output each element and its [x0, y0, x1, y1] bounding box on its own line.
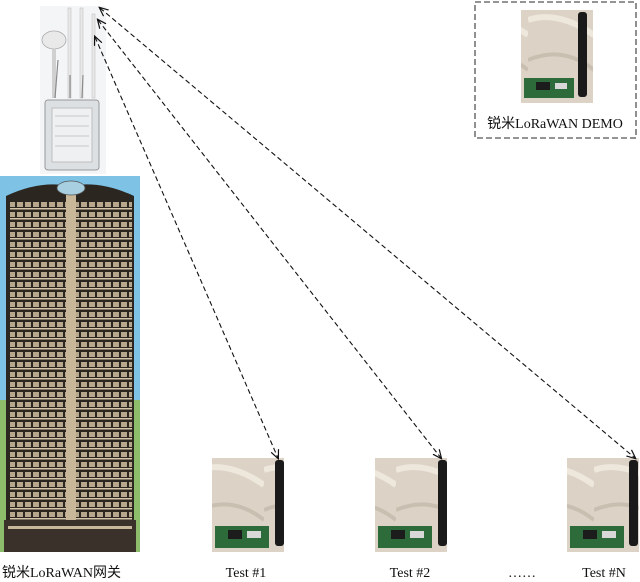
node-label-1: Test #1 — [226, 566, 267, 581]
link-node-2 — [98, 20, 441, 458]
demo-device-image — [521, 10, 593, 103]
building-image — [0, 176, 140, 552]
node-label-n: Test #N — [582, 566, 626, 581]
demo-label: 锐米LoRaWAN DEMO — [487, 116, 623, 132]
node-device-image-2 — [375, 458, 447, 552]
node-label-2: Test #2 — [390, 566, 431, 581]
node-device-image-1 — [212, 458, 284, 552]
node-device-image-n — [567, 458, 639, 552]
link-node-n — [100, 8, 635, 458]
gateway-device-image — [40, 6, 106, 174]
gateway-label: 锐米LoRaWAN网关 — [2, 565, 121, 581]
ellipsis-label: …… — [508, 566, 536, 581]
